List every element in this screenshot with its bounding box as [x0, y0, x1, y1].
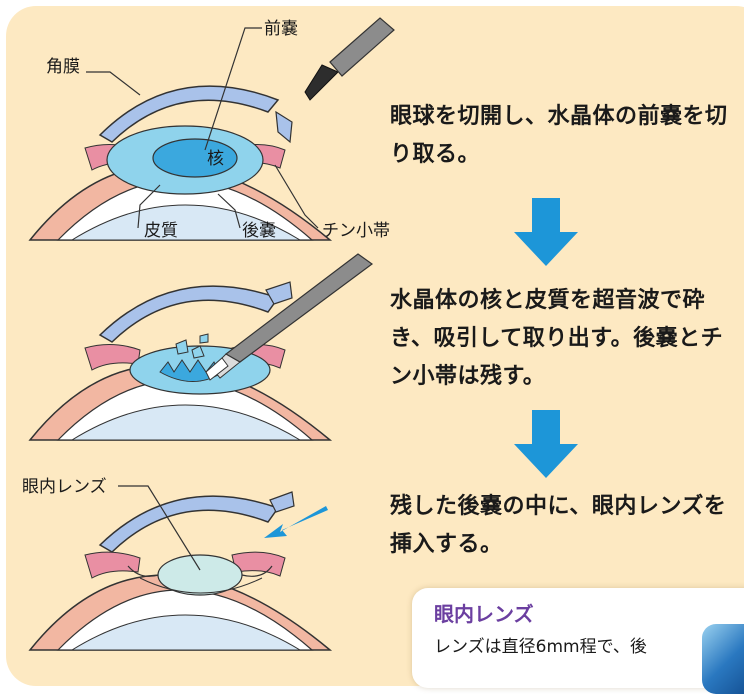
cornea	[98, 85, 280, 143]
phaco-probe-icon	[205, 253, 374, 381]
eye-diagram-3	[28, 491, 333, 651]
iris-right	[231, 551, 286, 577]
posterior-capsule	[139, 577, 263, 594]
iol-haptic-left	[127, 565, 159, 577]
vitreous	[70, 614, 302, 651]
label-zonule: チン小帯	[322, 221, 390, 241]
scalpel-icon	[304, 17, 395, 101]
step-3-text: 残した後嚢の中に、眼内レンズを挿入する。	[390, 494, 727, 557]
cornea	[98, 495, 280, 553]
label-lines-1	[86, 27, 319, 229]
nucleus-fragments	[159, 359, 221, 383]
iol-photo	[702, 624, 744, 694]
iris-left	[84, 551, 141, 579]
label-nucleus: 核	[207, 149, 224, 169]
cornea-flap	[265, 281, 293, 305]
iol-info-box: 眼内レンズ レンズは直径6mm程で、後	[412, 588, 744, 694]
step-2-text: 水晶体の核と皮質を超音波で砕き、吸引して取り出す。後嚢とチン小帯は残す。	[390, 288, 724, 389]
cornea-flap	[269, 491, 295, 513]
label-posterior-capsule: 後嚢	[242, 221, 276, 241]
down-arrow-icon	[514, 410, 578, 478]
iol-info-body: レンズは直径6mm程で、後	[434, 637, 647, 657]
iol-info-title: 眼内レンズ	[434, 602, 534, 626]
label-line-iol	[118, 485, 201, 571]
fragment	[199, 333, 209, 344]
fragment	[175, 339, 189, 355]
iol-haptic-right	[241, 565, 273, 577]
cornea-flap	[275, 110, 293, 144]
cornea	[98, 285, 280, 343]
vitreous	[70, 204, 302, 241]
down-arrow-icon	[514, 198, 578, 266]
step-1-text: 眼球を切開し、水晶体の前嚢を切り取る。	[390, 104, 728, 167]
vitreous	[70, 404, 302, 441]
eye-diagram-2	[28, 281, 333, 441]
label-anterior-capsule: 前嚢	[264, 19, 298, 39]
eye-diagram-1	[28, 85, 333, 241]
cataract-surgery-diagram: 核 角膜 前嚢 皮質 後嚢 チン小帯	[22, 17, 578, 651]
label-cortex: 皮質	[144, 221, 178, 241]
label-iol: 眼内レンズ	[22, 477, 107, 497]
label-cornea: 角膜	[46, 57, 80, 77]
fragment	[191, 345, 205, 359]
nucleus	[152, 138, 238, 178]
insertion-arrow-icon	[264, 506, 328, 538]
